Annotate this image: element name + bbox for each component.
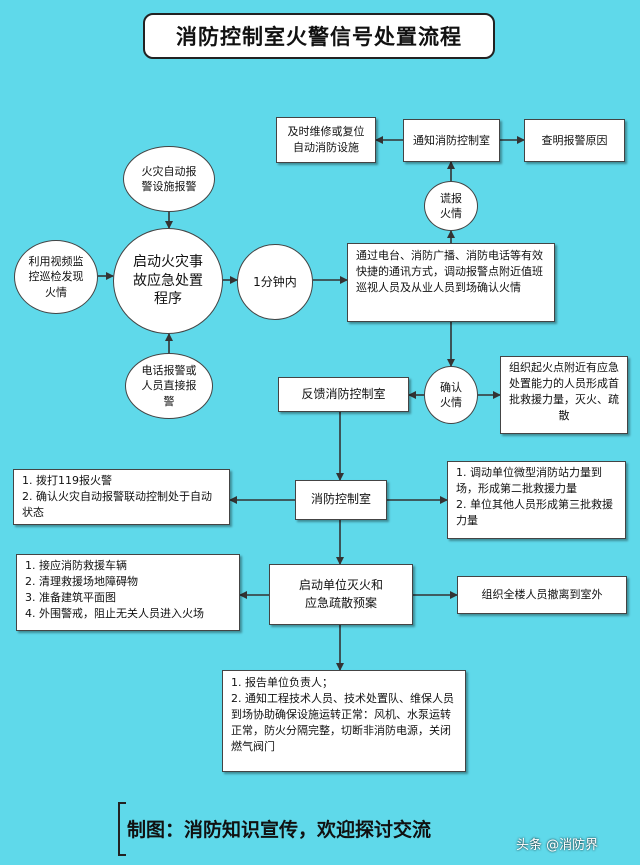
auto-alarm-node: 火灾自动报警设施报警	[123, 146, 215, 212]
start-evac-box: 启动单位灭火和应急疏散预案	[269, 564, 413, 625]
first-rescue-box: 组织起火点附近有应急处置能力的人员形成首批救援力量，灭火、疏散	[500, 356, 628, 434]
final-actions-box: 1. 报告单位负责人； 2. 通知工程技术人员、技术处置队、维保人员到场协助确保…	[222, 670, 466, 772]
footer-caption: 制图：消防知识宣传，欢迎探讨交流	[127, 819, 432, 841]
watermark-credit: 头条 @消防界	[516, 838, 599, 853]
footer-bracket	[118, 802, 126, 856]
repair-box: 及时维修或复位自动消防设施	[276, 117, 376, 163]
phone-alarm-node: 电话报警或人员直接报警	[125, 353, 213, 419]
check-cause-box: 查明报警原因	[524, 119, 625, 162]
control-room-box: 消防控制室	[295, 480, 387, 520]
notify-control-box: 通知消防控制室	[403, 119, 500, 162]
one-minute-node: 1分钟内	[237, 244, 313, 320]
video-patrol-node: 利用视频监控巡检发现火情	[14, 240, 98, 314]
confirm-fire-node: 确认火情	[424, 366, 478, 424]
left-actions-2-box: 1. 接应消防救援车辆 2. 清理救援场地障碍物 3. 准备建筑平面图 4. 外…	[16, 554, 240, 631]
feedback-box: 反馈消防控制室	[278, 377, 409, 412]
evacuate-box: 组织全楼人员撤离到室外	[457, 576, 627, 614]
start-plan-node: 启动火灾事故应急处置程序	[113, 228, 223, 334]
false-alarm-node: 谎报火情	[424, 181, 478, 231]
right-actions-1-box: 1. 调动单位微型消防站力量到场，形成第二批救援力量 2. 单位其他人员形成第三…	[447, 461, 626, 539]
notify-staff-box: 通过电台、消防广播、消防电话等有效快捷的通讯方式，调动报警点附近值班巡视人员及从…	[347, 243, 555, 322]
page-title: 消防控制室火警信号处置流程	[143, 13, 495, 59]
left-actions-1-box: 1. 拨打119报火警 2. 确认火灾自动报警联动控制处于自动状态	[13, 469, 230, 525]
